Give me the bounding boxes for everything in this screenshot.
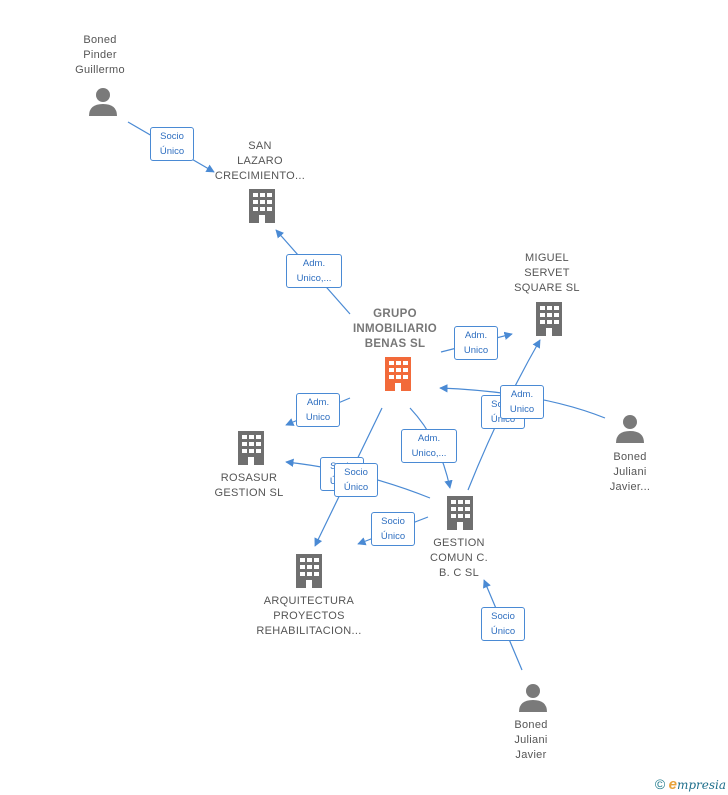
node-label-boned-pinder[interactable]: Boned Pinder Guillermo [50,33,150,78]
edge-label-line: Único [159,146,185,157]
node-label-line: LAZARO [237,155,283,167]
node-label-line: SAN [248,140,272,152]
node-label-line: GESTION SL [214,487,284,499]
edge-label-line: Adm. [464,330,488,341]
edge-label-line: Socio [381,516,405,527]
edge-label-line: Socio [491,611,515,622]
building-icon[interactable] [534,302,564,338]
person-icon[interactable] [615,413,645,445]
edge-label-gestion-arquitectura[interactable]: Socio Único [371,512,415,546]
node-label-line: Pinder [83,49,117,61]
edge-label-line: Unico [305,412,331,423]
building-icon[interactable] [294,554,324,590]
node-label-line: ARQUITECTURA [263,595,355,607]
edge-label-gestion-miguel[interactable]: Adm. Unico [500,385,544,419]
node-label-line: COMUN C. [429,552,488,564]
node-label-line: REHABILITACION... [256,625,362,637]
edge-label-line: Adm. [417,433,441,444]
building-icon[interactable] [247,189,277,225]
edge-label-grupo-san-lazaro[interactable]: Adm. Unico,... [286,254,342,288]
copyright-symbol: © [654,776,666,792]
edge-label-grupo-gestion[interactable]: Adm. Unico,... [401,429,457,463]
edge-label-line: Socio [344,467,368,478]
person-icon[interactable] [518,682,548,714]
edge-label-line: Adm. [510,389,534,400]
node-label-miguel-servet[interactable]: MIGUEL SERVET SQUARE SL [487,251,607,296]
edge-label-juliani-bottom-gestion[interactable]: Socio Único [481,607,525,641]
edge-label-line: Único [490,414,516,425]
building-icon[interactable] [445,496,475,532]
edge-label-gestion-rosasur[interactable]: Socio Único [334,463,378,497]
edge-label-grupo-rosasur[interactable]: Adm. Unico [296,393,340,427]
person-icon[interactable] [88,86,118,118]
node-label-line: Boned [514,719,548,731]
node-label-line: GESTION [433,537,485,549]
edge-label-line: Único [380,531,406,542]
edge-label-grupo-miguel[interactable]: Adm. Unico [454,326,498,360]
node-label-line: Javier [515,749,547,761]
edge-label-pinder-san-lazaro[interactable]: Socio Único [150,127,194,161]
edge-label-line: Unico [509,404,535,415]
node-label-line: CRECIMIENTO... [214,170,306,182]
node-label-line: INMOBILIARIO [352,323,438,335]
edge-label-line: Adm. [302,258,326,269]
node-label-line: SERVET [524,267,570,279]
building-icon[interactable] [236,431,266,467]
node-label-rosasur[interactable]: ROSASUR GESTION SL [189,471,309,501]
node-label-line: Boned [83,34,117,46]
edge-label-line: Único [343,482,369,493]
edge-label-line: Unico,... [296,273,332,284]
node-label-line: Juliani [514,734,548,746]
node-label-grupo[interactable]: GRUPO INMOBILIARIO BENAS SL [335,307,455,352]
node-label-line: Guillermo [75,64,125,76]
node-label-san-lazaro[interactable]: SAN LAZARO CRECIMIENTO... [200,139,320,184]
building-icon-main[interactable] [383,357,413,393]
node-label-line: Javier... [609,481,651,493]
node-label-line: Boned [613,451,647,463]
edge-label-line: Único [490,626,516,637]
node-label-line: B. C SL [438,567,479,579]
node-label-line: MIGUEL [525,252,569,264]
edge-label-line: Socio [160,131,184,142]
brand-footer[interactable]: © empresia [655,776,726,793]
edge-label-line: Unico,... [411,448,447,459]
node-label-gestion-comun[interactable]: GESTION COMUN C. B. C SL [399,536,519,581]
node-label-line: ROSASUR [220,472,278,484]
brand-logo-text: mpresia [676,778,726,792]
node-label-line: PROYECTOS [273,610,345,622]
node-label-line: GRUPO [373,308,417,320]
node-label-boned-juliani-bottom[interactable]: Boned Juliani Javier [491,718,571,763]
edge-label-line: Adm. [306,397,330,408]
node-label-line: BENAS SL [364,338,426,350]
node-label-arquitectura[interactable]: ARQUITECTURA PROYECTOS REHABILITACION... [244,594,374,639]
edge-label-line: Unico [463,345,489,356]
node-label-boned-juliani-right[interactable]: Boned Juliani Javier... [590,450,670,495]
node-label-line: Juliani [613,466,647,478]
brand-logo-initial: e [668,776,677,793]
node-label-line: SQUARE SL [514,282,580,294]
